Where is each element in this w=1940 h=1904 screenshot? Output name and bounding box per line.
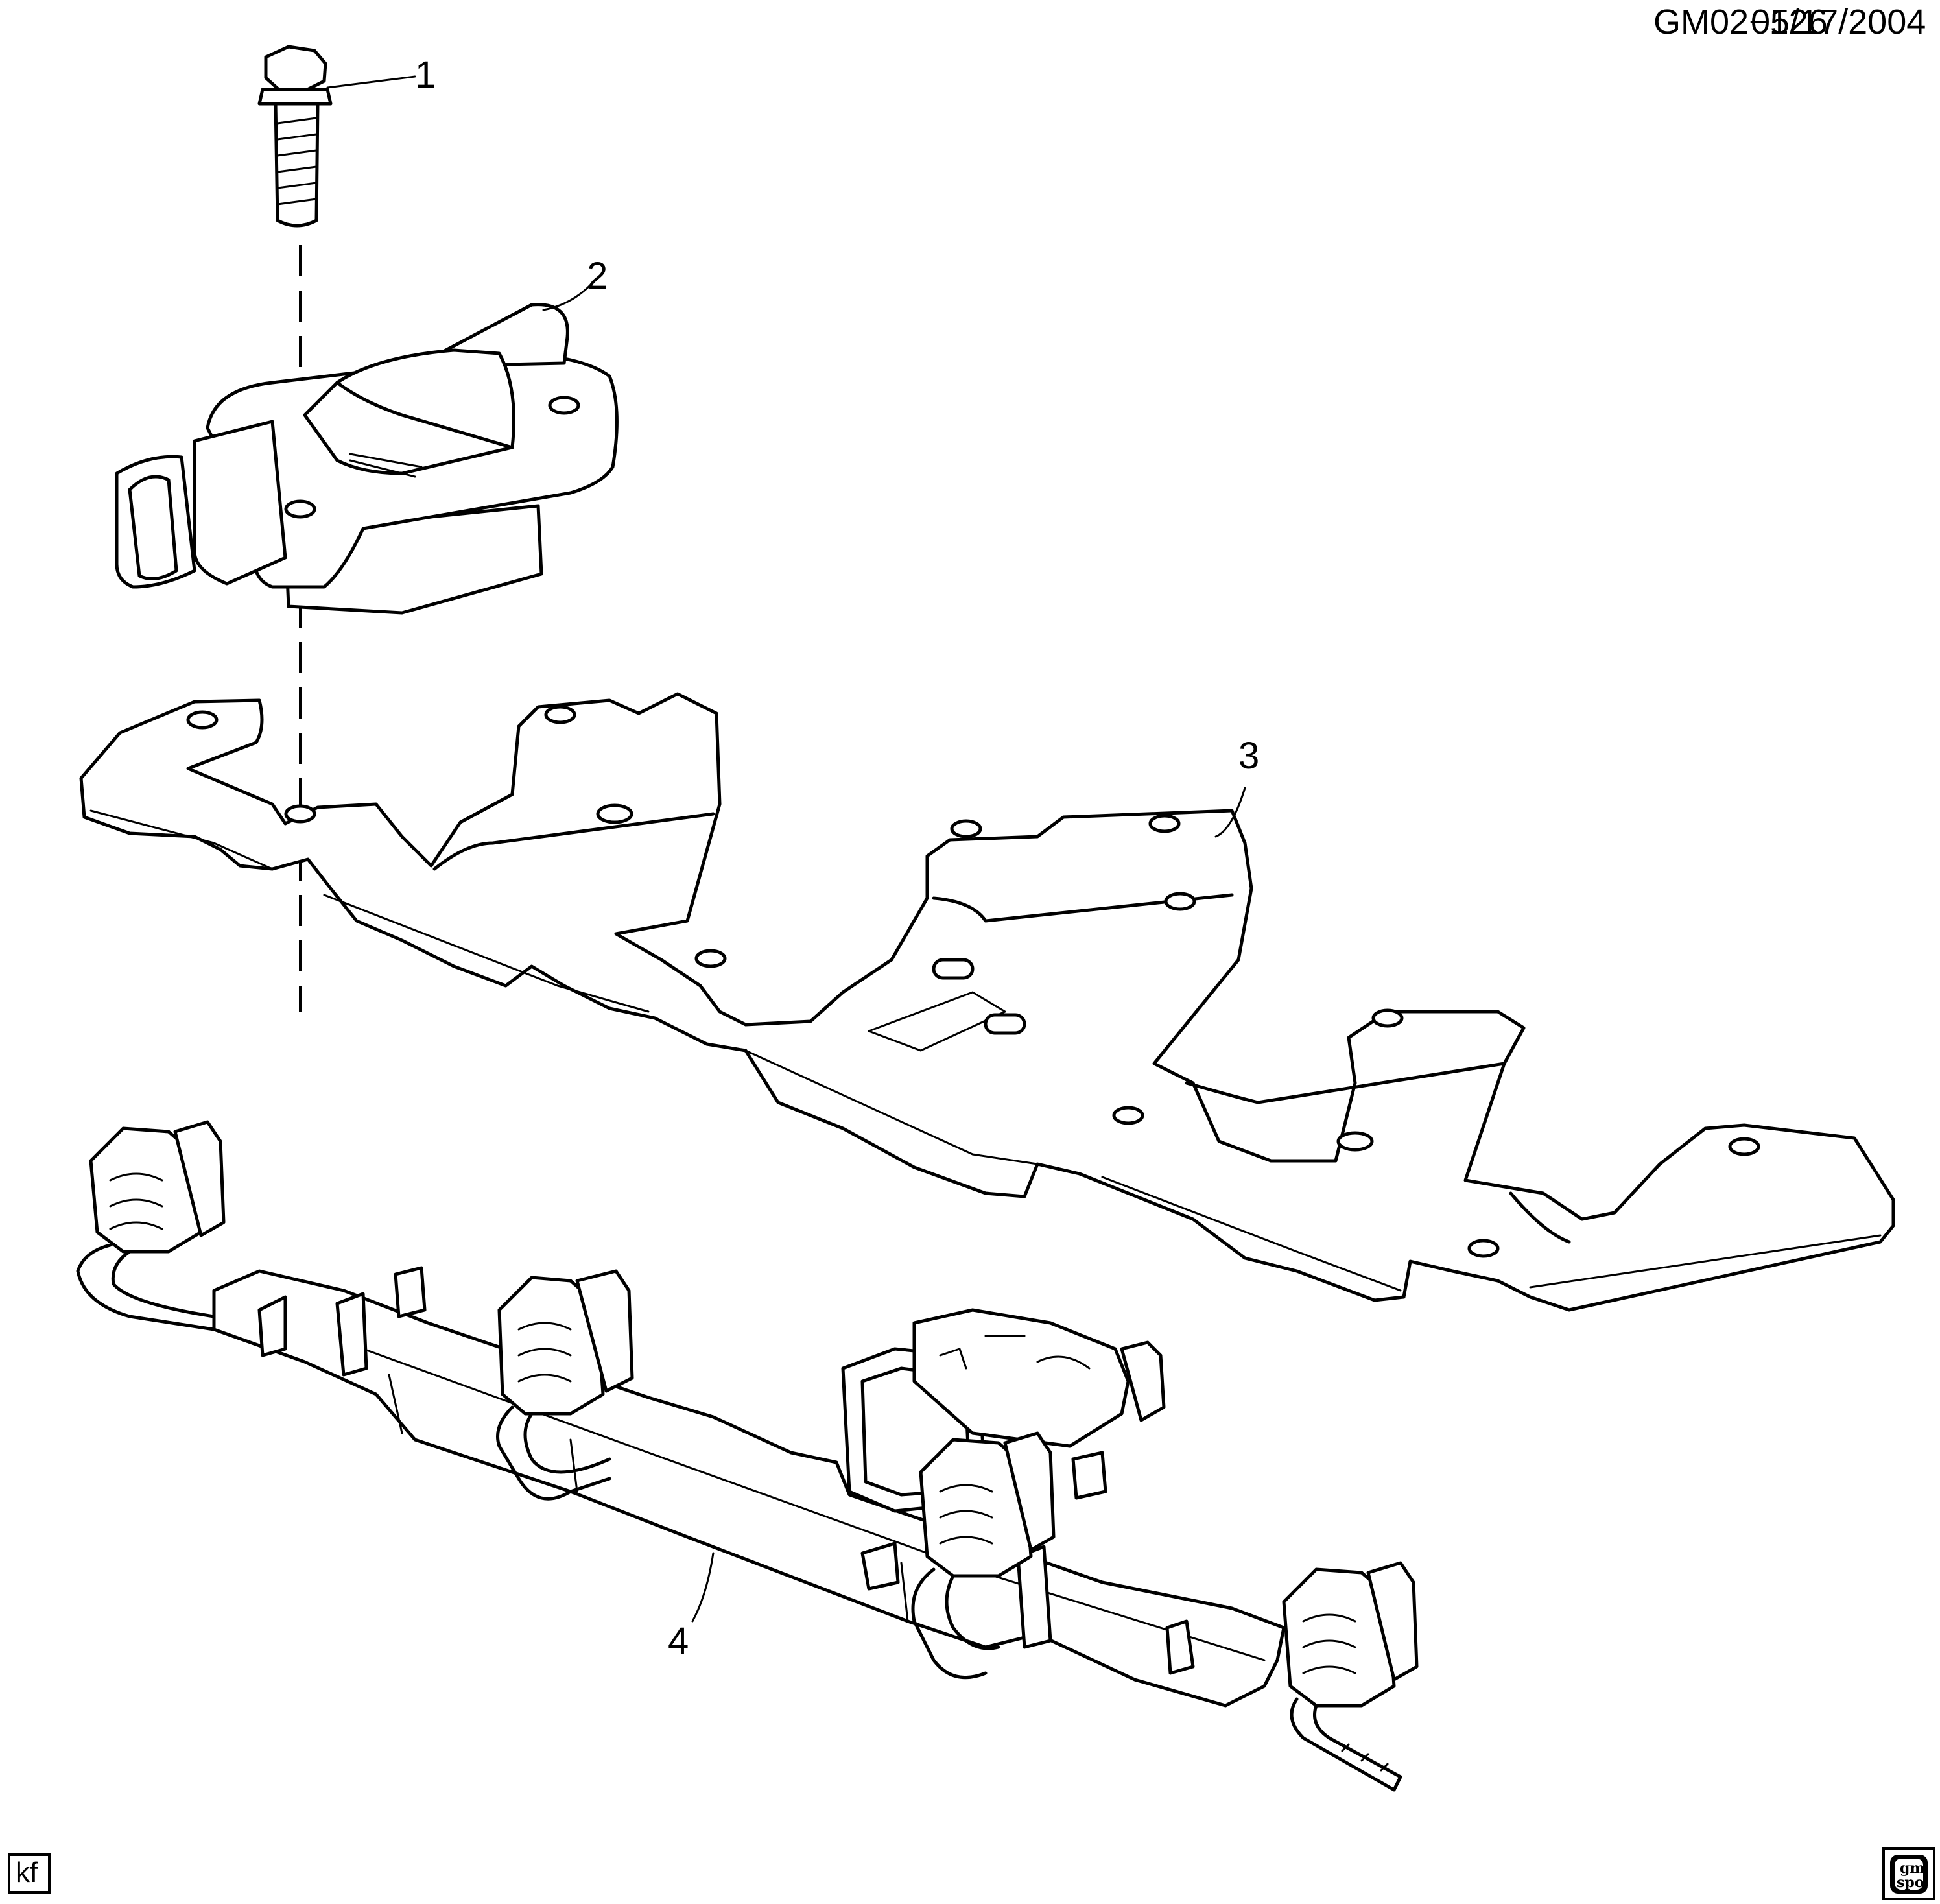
logo-gm-text: gm [1900, 1860, 1925, 1877]
part-2-ignition-coil[interactable] [115, 303, 619, 615]
logo-spo-text: spo [1897, 1874, 1924, 1891]
part-3-coil-bracket[interactable] [79, 692, 1895, 1312]
diagram-code: GM02−126 [1653, 3, 1828, 42]
callout-4: 4 [668, 1620, 689, 1662]
diagram-header: GM02−126 05/17/2004 [1653, 3, 1926, 42]
initials-box: kf [8, 1853, 51, 1894]
part-4-wiring-harness[interactable] [76, 1120, 1419, 1792]
callout-1: 1 [415, 54, 436, 96]
diagram-date: 05/17/2004 [1751, 3, 1926, 42]
callout-2: 2 [587, 255, 608, 297]
gm-spo-logo: gm spo [1882, 1847, 1935, 1900]
callout-leaders [326, 75, 1246, 1623]
initials-text: kf [16, 1857, 38, 1888]
callout-3: 3 [1238, 735, 1259, 777]
part-1-bolt[interactable] [257, 45, 333, 228]
